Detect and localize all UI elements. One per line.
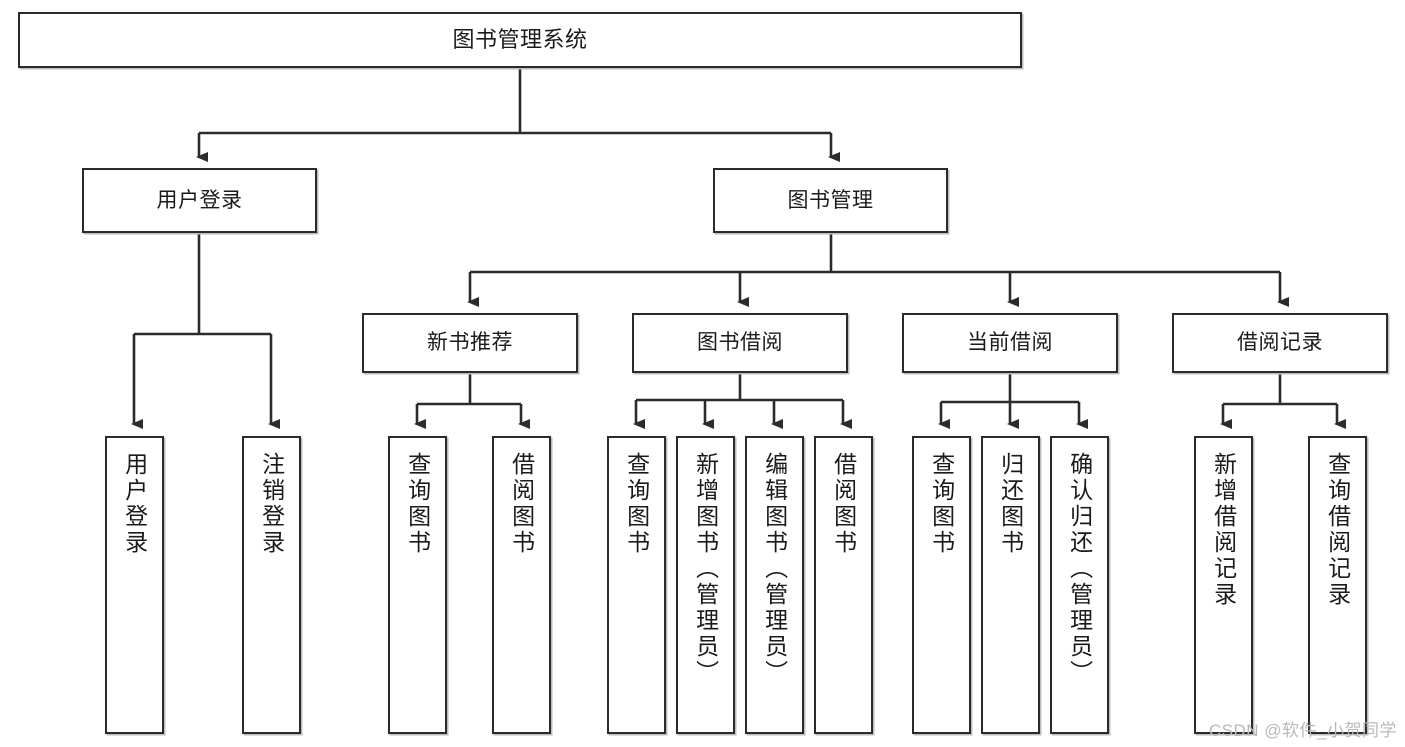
node-label: 新增图书（管理员） [692, 452, 719, 686]
node-label: 查询借阅记录 [1324, 452, 1351, 608]
node-label: 图书管理 [787, 188, 874, 212]
node-user-login[interactable]: 用户登录 [82, 168, 317, 233]
leaf-edit-book-admin[interactable]: 编辑图书（管理员） [745, 436, 804, 734]
node-label: 查询图书 [623, 452, 650, 556]
leaf-query-book-borrow[interactable]: 查询图书 [607, 436, 666, 734]
leaf-query-book-new[interactable]: 查询图书 [388, 436, 447, 734]
node-label: 查询图书 [928, 452, 955, 556]
node-label: 图书管理系统 [452, 26, 588, 52]
leaf-query-book-current[interactable]: 查询图书 [912, 436, 971, 734]
node-root-system[interactable]: 图书管理系统 [18, 12, 1022, 68]
node-label: 当前借阅 [967, 331, 1053, 355]
node-label: 查询图书 [404, 452, 431, 556]
node-book-management[interactable]: 图书管理 [713, 168, 948, 233]
node-label: 用户登录 [121, 452, 148, 556]
node-label: 图书借阅 [697, 331, 783, 355]
leaf-query-borrow-record[interactable]: 查询借阅记录 [1308, 436, 1367, 734]
leaf-borrow-book-new[interactable]: 借阅图书 [492, 436, 551, 734]
node-label: 注销登录 [258, 452, 285, 556]
node-borrow-record[interactable]: 借阅记录 [1172, 313, 1388, 373]
leaf-borrow-book[interactable]: 借阅图书 [814, 436, 873, 734]
node-label: 新增借阅记录 [1210, 452, 1237, 608]
node-label: 编辑图书（管理员） [761, 452, 788, 686]
leaf-return-book[interactable]: 归还图书 [981, 436, 1040, 734]
leaf-confirm-return-admin[interactable]: 确认归还（管理员） [1050, 436, 1109, 734]
leaf-user-login[interactable]: 用户登录 [105, 436, 164, 734]
leaf-logout[interactable]: 注销登录 [242, 436, 301, 734]
leaf-add-book-admin[interactable]: 新增图书（管理员） [676, 436, 735, 734]
node-label: 借阅记录 [1237, 331, 1323, 355]
leaf-add-borrow-record[interactable]: 新增借阅记录 [1194, 436, 1253, 734]
watermark: CSDN @软件_小贺同学 [1208, 721, 1397, 740]
node-label: 归还图书 [997, 452, 1024, 556]
node-new-book-recommend[interactable]: 新书推荐 [362, 313, 578, 373]
node-book-borrow[interactable]: 图书借阅 [632, 313, 848, 373]
node-label: 借阅图书 [830, 452, 857, 556]
node-label: 新书推荐 [427, 331, 513, 355]
node-label: 用户登录 [156, 188, 243, 212]
node-label: 借阅图书 [508, 452, 535, 556]
node-label: 确认归还（管理员） [1066, 452, 1093, 686]
node-current-borrow[interactable]: 当前借阅 [902, 313, 1118, 373]
